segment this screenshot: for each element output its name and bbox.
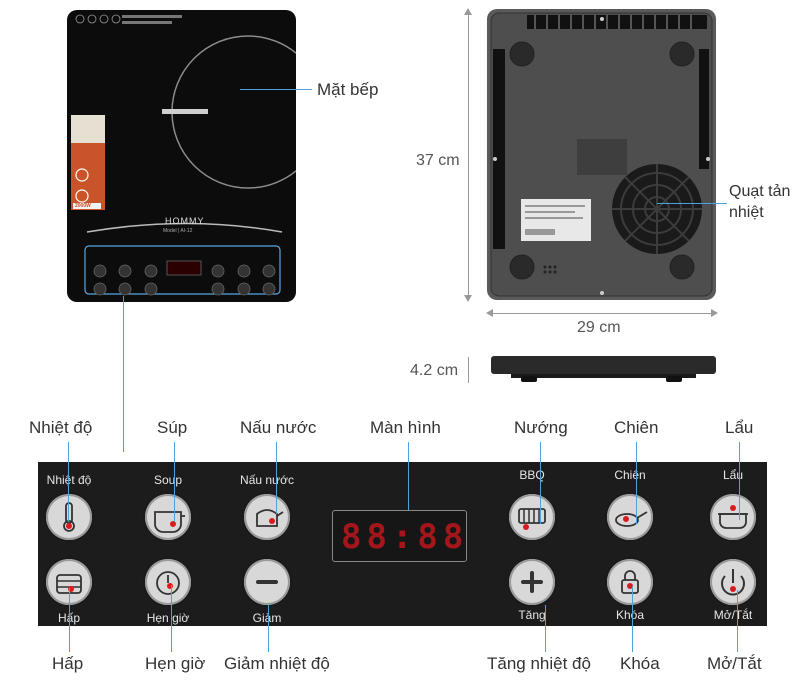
leader-khoa bbox=[632, 586, 633, 652]
power-icon bbox=[730, 586, 736, 592]
decrease-button[interactable] bbox=[244, 559, 290, 605]
label-khoa: Khóa bbox=[620, 654, 660, 673]
fan-leader bbox=[657, 203, 727, 204]
soup-button[interactable] bbox=[145, 494, 191, 540]
power-button[interactable] bbox=[710, 559, 756, 605]
fan-callout: Quạt tản nhiệt bbox=[729, 181, 799, 223]
label-nhiet-do: Nhiệt độ bbox=[29, 418, 93, 437]
cooktop-bottom-drawing bbox=[490, 12, 713, 297]
leader-nuong bbox=[540, 442, 541, 524]
display-readout: 88:88 bbox=[341, 517, 469, 557]
increase-button[interactable] bbox=[509, 559, 555, 605]
leader-sup bbox=[174, 442, 175, 522]
caption-khoa: Khóa bbox=[615, 608, 645, 622]
caption-chien: Chiên bbox=[614, 468, 646, 482]
width-label: 29 cm bbox=[577, 319, 621, 336]
display-screen: 88:88 bbox=[332, 510, 467, 562]
soup-pot-icon bbox=[170, 521, 176, 527]
lock-icon bbox=[627, 583, 633, 589]
leader-mo-tat bbox=[737, 590, 738, 652]
height-arrow-bottom bbox=[464, 295, 472, 302]
timer-button[interactable] bbox=[145, 559, 191, 605]
caption-nau-nuoc: Nấu nước bbox=[240, 473, 294, 487]
height-dim-line bbox=[468, 10, 469, 300]
label-tang-nhiet-do: Tăng nhiệt độ bbox=[487, 654, 591, 673]
plus-icon bbox=[521, 571, 543, 593]
label-nuong: Nướng bbox=[514, 418, 568, 437]
label-hen-gio: Hẹn giờ bbox=[145, 654, 206, 673]
brand-logo: HOMMY bbox=[165, 216, 205, 226]
temperature-button[interactable] bbox=[46, 494, 92, 540]
surface-callout: Mặt bếp bbox=[317, 80, 379, 99]
frying-pan-icon bbox=[623, 516, 629, 522]
leader-hap bbox=[69, 588, 70, 652]
fan-callout-text: Quạt tản nhiệt bbox=[729, 183, 791, 221]
thermometer-icon bbox=[66, 523, 72, 529]
label-sup: Súp bbox=[157, 418, 188, 437]
height-label: 37 cm bbox=[414, 152, 462, 170]
bbq-button[interactable] bbox=[509, 494, 555, 540]
leader-lau bbox=[739, 442, 740, 520]
thickness-dim-line bbox=[468, 357, 469, 383]
boil-water-button[interactable] bbox=[244, 494, 290, 540]
label-chien: Chiên bbox=[614, 418, 659, 437]
cooktop-top-drawing bbox=[71, 14, 296, 296]
label-mo-tat: Mở/Tắt bbox=[707, 654, 762, 673]
cooktop-top-view: HOMMY Model | AI-12 2000W bbox=[67, 10, 296, 302]
label-lau: Lẩu bbox=[725, 418, 754, 437]
caption-soup: Soup bbox=[153, 473, 183, 487]
cooktop-bottom-view bbox=[487, 9, 716, 300]
leader-chien bbox=[636, 442, 637, 524]
hotpot-icon bbox=[730, 505, 736, 511]
caption-hen-gio: Hẹn giờ bbox=[146, 611, 190, 625]
grill-icon bbox=[523, 524, 529, 530]
cooktop-side-view bbox=[491, 356, 716, 383]
caption-nhiet-do: Nhiệt độ bbox=[46, 473, 92, 487]
lock-button[interactable] bbox=[607, 559, 653, 605]
caption-tang: Tăng bbox=[518, 608, 546, 622]
caption-mo-tat: Mở/Tắt bbox=[713, 608, 753, 622]
label-hap: Hấp bbox=[52, 654, 84, 673]
timer-icon bbox=[167, 583, 173, 589]
decor-wave bbox=[86, 222, 283, 233]
burner-label-strip bbox=[162, 109, 208, 114]
label-man-hinh: Màn hình bbox=[370, 418, 441, 437]
width-dim-line bbox=[488, 313, 716, 314]
caption-giam: Giảm bbox=[252, 611, 282, 625]
height-arrow-top bbox=[464, 8, 472, 15]
leader-giam bbox=[268, 605, 269, 652]
leader-nau-nuoc bbox=[276, 442, 277, 514]
leader-tang bbox=[545, 605, 546, 652]
kettle-icon bbox=[269, 518, 275, 524]
label-giam-nhiet-do: Giảm nhiệt độ bbox=[224, 654, 330, 673]
label-nau-nuoc: Nấu nước bbox=[240, 418, 317, 437]
caption-bbq: BBQ bbox=[519, 468, 545, 482]
caption-lau: Lẩu bbox=[722, 468, 744, 482]
thickness-label: 4.2 cm bbox=[410, 362, 459, 380]
width-arrow-left bbox=[486, 309, 493, 317]
fry-button[interactable] bbox=[607, 494, 653, 540]
surface-leader bbox=[240, 89, 312, 90]
model-label: Model | AI-12 bbox=[163, 228, 193, 234]
leader-hen-gio bbox=[171, 585, 172, 652]
control-strip bbox=[84, 245, 281, 295]
side-view-drawing bbox=[491, 356, 716, 382]
width-arrow-right bbox=[711, 309, 718, 317]
power-badge: 2000W bbox=[75, 203, 91, 209]
leader-man-hinh bbox=[408, 442, 409, 510]
hotpot-button[interactable] bbox=[710, 494, 756, 540]
leader-nhiet-do bbox=[68, 442, 69, 522]
minus-icon bbox=[256, 580, 278, 584]
panel-leader bbox=[123, 296, 124, 452]
